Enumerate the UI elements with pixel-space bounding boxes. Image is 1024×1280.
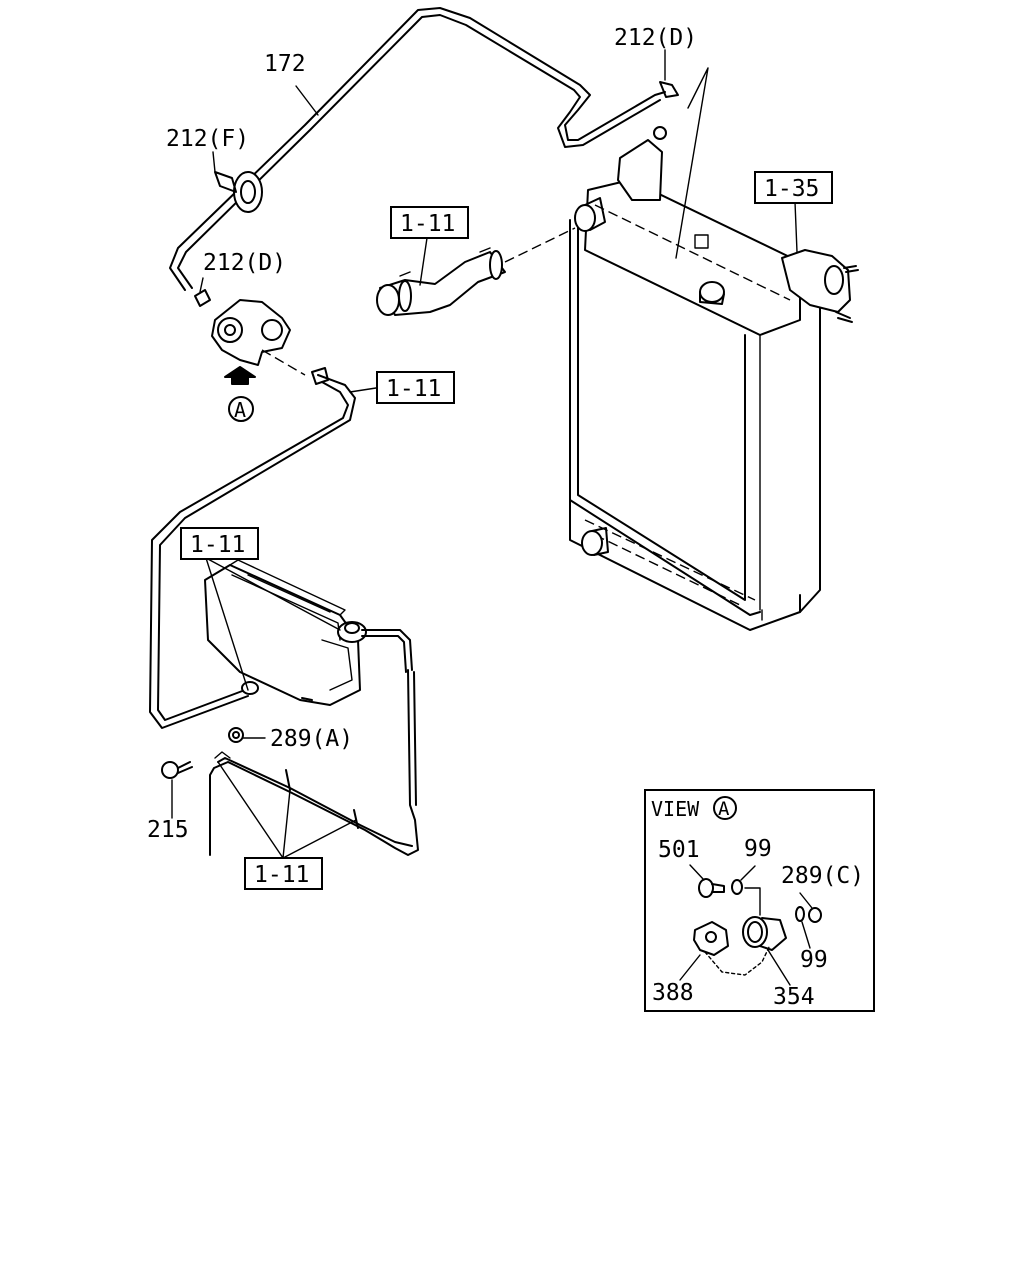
label-172: 172 xyxy=(264,51,306,77)
view-panel-title: VIEW xyxy=(651,797,700,821)
label-view-marker: A xyxy=(234,398,246,422)
radiator xyxy=(569,126,859,631)
ref-box-hose xyxy=(390,206,469,239)
ref-box-mid xyxy=(376,371,455,404)
tank-feed-hose xyxy=(149,367,356,729)
drain-hose xyxy=(161,669,419,856)
label-212d-top: 212(D) xyxy=(614,25,697,51)
label-212f: 212(F) xyxy=(166,126,249,152)
label-289a: 289(A) xyxy=(270,726,353,752)
reservoir-tank xyxy=(204,559,413,706)
view-panel-marker-circle xyxy=(713,796,737,820)
label-1-11-mid: 1-11 xyxy=(386,376,441,402)
label-99-right: 99 xyxy=(800,947,828,973)
label-289c: 289(C) xyxy=(781,863,864,889)
upper-hose xyxy=(376,227,576,316)
callouts: 172 212(D) 212(F) 212(D) 1-11 1-35 1-11 … xyxy=(147,25,833,890)
filler-neck xyxy=(194,289,306,385)
label-354: 354 xyxy=(773,984,815,1010)
overflow-pipe-172 xyxy=(169,7,679,291)
ref-box-bottom xyxy=(244,857,323,890)
label-99-top: 99 xyxy=(744,836,772,862)
label-1-11-bottom: 1-11 xyxy=(254,862,309,888)
view-marker-circle xyxy=(228,396,254,422)
label-1-11-hose: 1-11 xyxy=(400,211,455,237)
label-388: 388 xyxy=(652,980,694,1006)
label-1-35: 1-35 xyxy=(764,176,819,202)
ref-box-tank xyxy=(180,527,259,560)
view-panel-marker: A xyxy=(718,798,730,820)
leader-lines xyxy=(171,49,798,859)
label-215: 215 xyxy=(147,817,189,843)
label-501: 501 xyxy=(658,837,700,863)
label-1-11-tank: 1-11 xyxy=(190,532,245,558)
ref-box-1-35 xyxy=(754,171,833,204)
label-212d-left: 212(D) xyxy=(203,250,286,276)
view-a-panel: VIEW A 501 99 289(C) 99 388 354 xyxy=(644,789,875,1012)
